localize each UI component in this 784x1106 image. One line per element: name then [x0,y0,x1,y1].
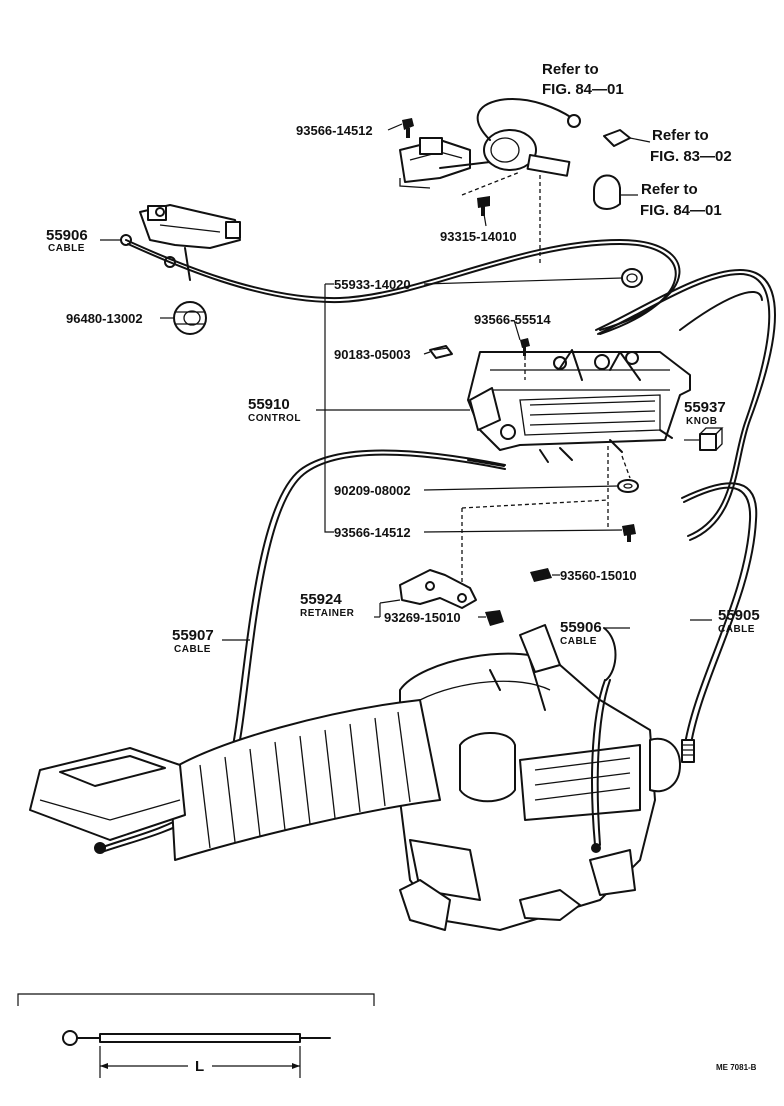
screw-93560-15010 [530,568,552,582]
part-93560-15010: 93560-15010 [560,568,637,583]
grommet-55933-14020 [621,268,643,288]
cable-end-spring [681,739,695,763]
part-90183-05003: 90183-05003 [334,347,411,362]
leader-lines [100,213,712,641]
part-55910-name: CONTROL [248,413,301,424]
screw-93566-14512-bottom [622,524,636,542]
vacuum-switch-assembly [399,98,581,189]
knob-55937 [699,427,724,451]
part-55924-name: RETAINER [300,608,355,619]
screw-93566-55514 [520,338,530,356]
left-lever-bracket [120,204,241,281]
part-93566-14512-top: 93566-14512 [296,123,373,138]
part-93315-14010: 93315-14010 [440,229,517,244]
part-55905-number: 55905 [718,607,760,624]
part-55906-right-name: CABLE [560,636,597,647]
part-96480-13002: 96480-13002 [66,311,143,326]
ref-fig-83-02-line2: FIG. 83—02 [650,148,732,165]
defroster-outlet [29,747,186,854]
part-55937-number: 55937 [684,399,726,416]
part-90209-08002: 90209-08002 [334,483,411,498]
part-93566-55514: 93566-55514 [474,312,551,327]
screw-93269-15010 [485,610,504,626]
knob-fig-84-01 [593,174,638,210]
part-55910-number: 55910 [248,396,290,413]
retainer-55924 [399,569,477,609]
ref-fig-84-01-knob-line1: Refer to [641,181,698,198]
air-duct [169,699,441,861]
part-55924-number: 55924 [300,591,342,608]
clip-fig-83-02 [603,129,651,147]
ref-fig-84-01-top-line1: Refer to [542,61,599,78]
bolt-93566-14512-top [402,118,414,138]
grommet-96480-13002 [173,301,207,335]
part-55906-right-number: 55906 [560,619,602,636]
ref-fig-84-01-top-line2: FIG. 84—01 [542,81,624,98]
drawing-code: ME 7081-B [716,1063,757,1072]
part-55906-left-name: CABLE [48,243,85,254]
heater-unit [399,624,681,931]
part-55906-left-number: 55906 [46,227,88,244]
screw-93315-14010 [477,196,490,216]
part-55933-14020: 55933-14020 [334,277,411,292]
part-55937-name: KNOB [686,416,717,427]
heater-control-unit [467,349,691,463]
ref-fig-84-01-knob-line2: FIG. 84—01 [640,202,722,219]
part-93566-14512-bottom: 93566-14512 [334,525,411,540]
nut-90183-05003 [429,345,453,359]
cable-length-detail [17,993,375,1078]
part-55905-name: CABLE [718,624,755,635]
part-55907-number: 55907 [172,627,214,644]
part-55907-name: CABLE [174,644,211,655]
part-93269-15010: 93269-15010 [384,610,461,625]
dimension-l-label: L [195,1058,204,1075]
washer-90209-08002 [617,479,639,493]
ref-fig-83-02-line1: Refer to [652,127,709,144]
